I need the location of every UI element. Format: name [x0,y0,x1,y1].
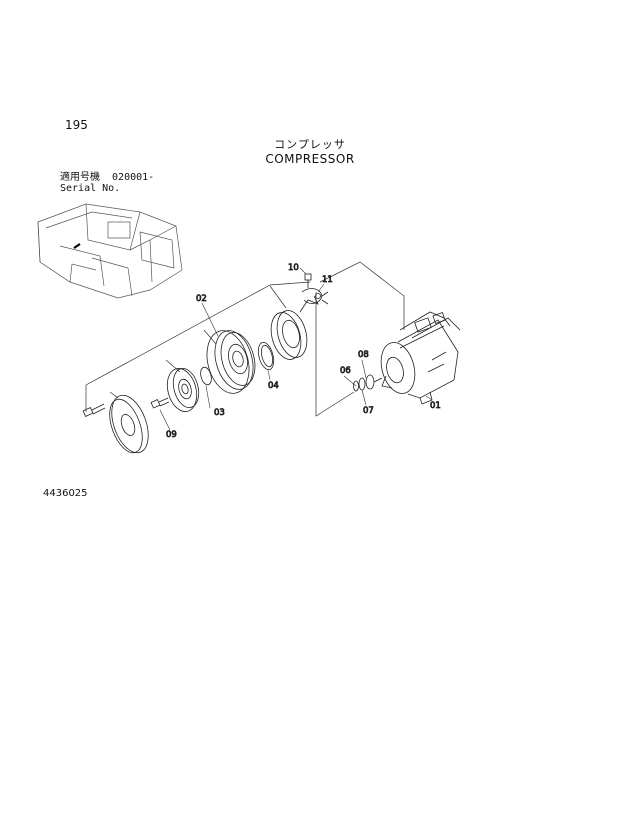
title-japanese: コンプレッサ [274,138,346,151]
pressure-plate-03-icon [166,368,200,412]
serial-info: 適用号機 020001- Serial No. [60,172,154,194]
machine-overview-icon [37,203,183,299]
callout-leaders [159,267,433,431]
snap-ring-icon [200,366,212,386]
document-number: 4436025 [43,488,88,499]
washers-icon [353,374,383,392]
serial-label-en: Serial No. [60,183,121,194]
callout-09: 09 [166,430,177,440]
serial-label-jp: 適用号機 [60,172,100,183]
callout-01: 01 [430,401,441,411]
field-coil-icon [270,295,319,360]
callout-08: 08 [358,350,369,360]
compressor-01-icon [380,311,461,405]
screw-10-icon [304,273,312,288]
callout-04: 04 [268,381,279,391]
retaining-ring-04-icon [257,341,275,371]
callout-10: 10 [288,263,299,273]
callout-03: 03 [214,408,225,418]
bolt-left-icon [82,403,106,417]
callout-06: 06 [340,366,351,376]
bolt-09-icon [150,397,170,409]
clamp-11-icon [301,288,329,305]
serial-range: 020001- [112,172,155,183]
callout-02: 02 [196,294,207,304]
title-english: COMPRESSOR [265,152,355,166]
callout-11: 11 [322,275,333,285]
page-number: 195 [65,118,88,132]
pulley-02-icon [206,330,256,394]
clutch-cover-plate-icon [109,394,149,454]
leader-lines [85,261,405,417]
callout-07: 07 [363,406,374,416]
serial-row-jp: 適用号機 020001- [60,172,154,183]
